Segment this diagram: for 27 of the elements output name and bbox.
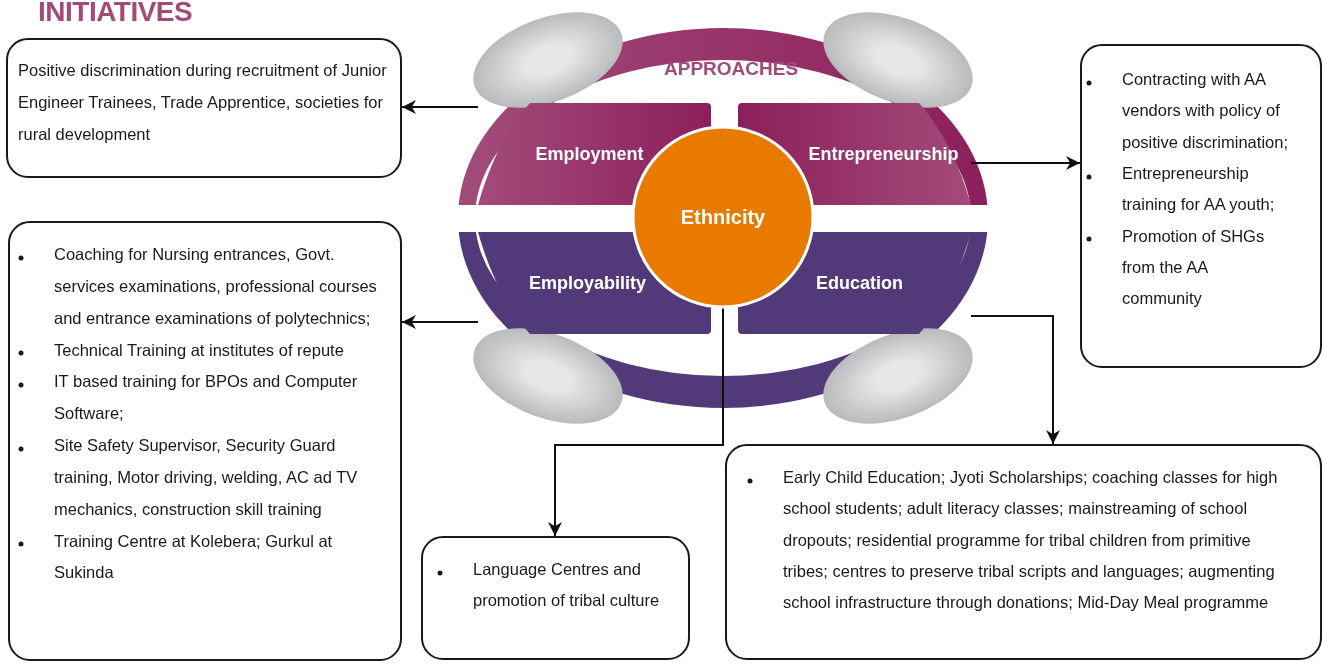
list-item: Early Child Education; Jyoti Scholarships; coaching classes for high school students; adult literacy classes; mainstreaming of school dropouts; residential programme for tribal children from primitive tribes; centres to preserve tribal scripts and languages; augmenting school infrastructure through donations; Mid-Day Meal programme bbox=[783, 468, 1278, 612]
list-item: IT based training for BPOs and Computer Software; bbox=[54, 372, 358, 423]
arrow bbox=[548, 306, 724, 537]
list-item: Coaching for Nursing entrances, Govt. services examinations, professional courses and entrance examinations of polytechnics; bbox=[54, 245, 377, 327]
arrow bbox=[970, 156, 1081, 170]
text-box bbox=[725, 444, 1322, 660]
node-label: Education bbox=[815, 271, 904, 295]
text-box bbox=[6, 38, 402, 178]
list-item: Contracting with AA vendors with policy of positive discrimination; bbox=[1122, 70, 1288, 151]
list-item: Training Centre at Kolebera; Gurkul at Sukinda bbox=[54, 531, 333, 582]
list-item: Promotion of SHGs from the AA community bbox=[1122, 226, 1265, 308]
list-item: Positive discrimination during recruitment of Junior Engineer Trainees, Trade Apprentice, societies for rural development bbox=[18, 61, 387, 144]
node-label: Employability bbox=[528, 271, 647, 295]
list-item: Language Centres and promotion of tribal culture bbox=[473, 560, 660, 610]
arrow bbox=[970, 315, 1060, 445]
list-item: Entrepreneurship training for AA youth; bbox=[1122, 164, 1275, 214]
text-box bbox=[8, 221, 402, 661]
arrow bbox=[401, 315, 479, 329]
list-item: Technical Training at institutes of repute bbox=[54, 340, 344, 359]
node-label: Employment bbox=[534, 142, 645, 166]
node-label: Ethnicity bbox=[680, 205, 766, 229]
node-label: Entrepreneurship bbox=[807, 142, 960, 166]
list-item: Site Safety Supervisor, Security Guard training, Motor driving, welding, AC ad TV mechanics, construction skill training bbox=[54, 436, 358, 518]
text-box bbox=[1080, 44, 1322, 368]
title: INITIATIVES bbox=[38, 0, 193, 28]
arrow bbox=[401, 100, 479, 114]
text-box bbox=[421, 536, 690, 660]
